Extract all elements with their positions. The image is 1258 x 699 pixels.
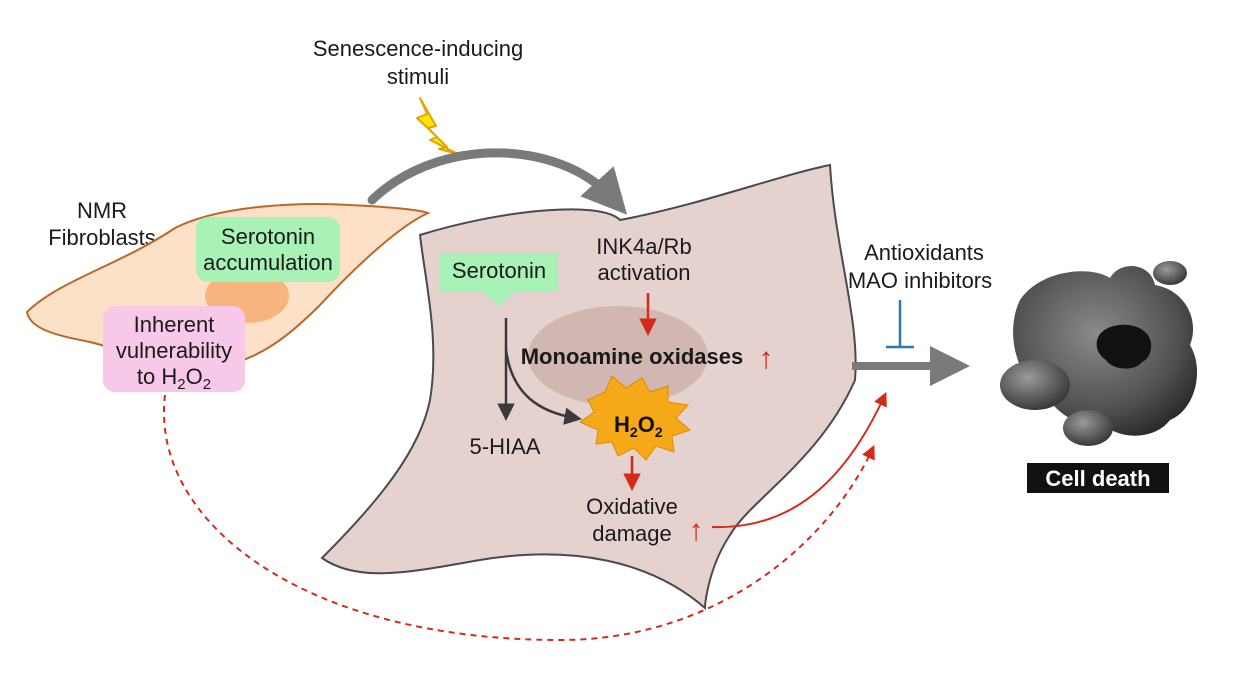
fibroblast-title-line2: Fibroblasts [48,225,156,250]
serotonin-to-h2o2-arrow [504,349,582,425]
vulnerability-line3-prefix: to H [137,364,177,389]
senescence-arrow [367,148,628,215]
h2o2-o: O [638,412,655,437]
ink4a-line2: activation [598,260,691,285]
h2o2-label: H2O2 [614,412,663,440]
inhibitors-line1: Antioxidants [864,240,984,265]
inhibitors-line2: MAO inhibitors [848,268,992,293]
vulnerability-line2: vulnerability [116,338,232,363]
hiaa-label: 5-HIAA [470,434,541,459]
damage-to-death-arrow [711,391,887,529]
oxidative-line2: damage [592,521,672,546]
damage-up-arrow: ↑ [689,514,704,547]
fibroblast-title-line1: NMR [77,198,127,223]
vulnerability-dashed-arrow [162,394,875,642]
vulnerability-line3: to H2O2 [137,364,211,393]
dead-cell [1000,261,1198,446]
serotonin-accumulation-line1: Serotonin [221,224,315,249]
serotonin-accumulation-line2: accumulation [203,250,333,275]
vulnerability-mid: O [186,364,203,389]
h2o2-burst [578,375,691,461]
ink4a-line1: INK4a/Rb [596,234,691,259]
dead-cell-fragment [1063,410,1113,446]
mao-label: Monoamine oxidases [521,344,744,369]
vulnerability-sub1: 2 [177,376,185,393]
mao-up-arrow: ↑ [759,342,774,375]
dead-cell-fragment [1000,360,1070,410]
cell-death-badge [1027,463,1169,493]
vulnerability-box [103,306,245,392]
cell-death-label: Cell death [1045,466,1150,491]
dead-cell-fragment [1153,261,1187,285]
dead-cell-nucleus [1096,324,1152,369]
stimulus-label-line2: stimuli [387,64,449,89]
lightning-icon [416,97,459,155]
h2o2-sub2: 2 [655,424,663,440]
stimulus-label-line1: Senescence-inducing [313,36,523,61]
vulnerability-sub2: 2 [203,376,211,393]
h2o2-sub1: 2 [630,424,638,440]
mao-zone [528,306,708,406]
serotonin-label: Serotonin [452,258,546,283]
h2o2-h: H [614,412,630,437]
vulnerability-line1: Inherent [134,312,215,337]
serotonin-box [440,253,558,306]
oxidative-line1: Oxidative [586,494,678,519]
serotonin-accumulation-box [196,217,340,282]
